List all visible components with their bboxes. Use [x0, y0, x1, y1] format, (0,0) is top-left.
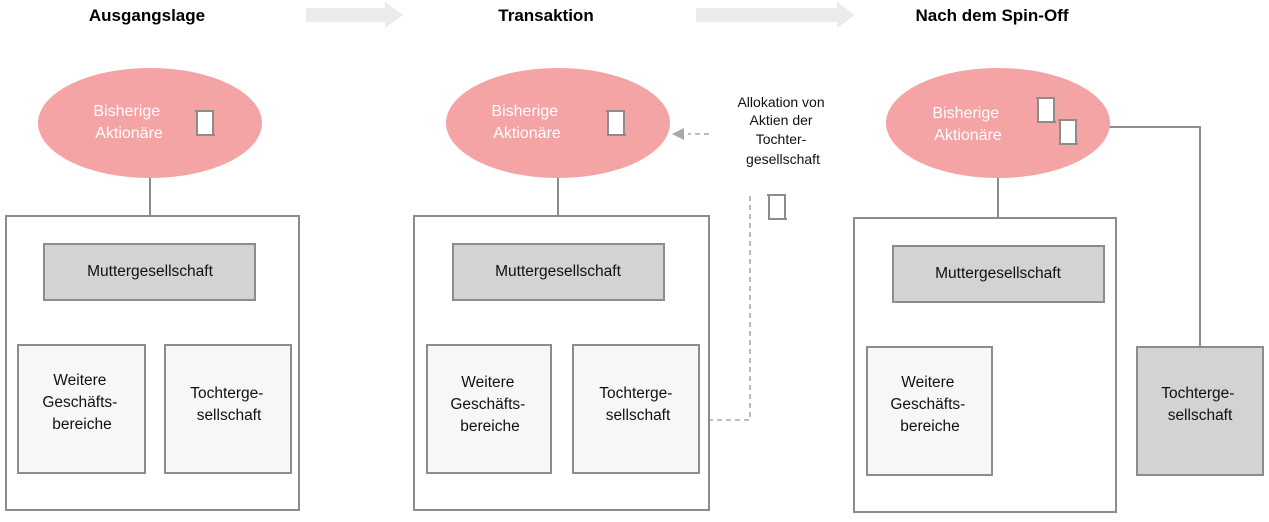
- parent-company-box: [892, 245, 1105, 303]
- share-certificate-icon: [766, 194, 788, 220]
- share-certificate-icon: [1057, 119, 1079, 145]
- shareholders-ellipse: [38, 68, 262, 178]
- subsidiary-label: Tochterge- sellschaft: [190, 385, 268, 424]
- shareholders-label: Bisherige Aktionäre: [93, 103, 164, 142]
- other-units-box: [426, 344, 552, 474]
- spun-off-subsidiary-box: [1136, 346, 1264, 476]
- parent-company-box: [452, 243, 665, 301]
- other-units-box: [17, 344, 146, 474]
- stage-spin-off: Bisherige Aktionäre Muttergesellschaft W…: [853, 68, 1264, 513]
- shareholders-ellipse: [446, 68, 670, 178]
- other-units-box: [866, 346, 993, 476]
- share-certificate-icon: [605, 110, 627, 136]
- subsidiary-box: [164, 344, 292, 474]
- stage-heading-transaktion: Transaktion: [498, 6, 593, 25]
- other-units-label: Weitere Geschäfts- bereiche: [42, 372, 121, 433]
- subsidiary-box: [572, 344, 700, 474]
- subsidiary-label: Tochterge- sellschaft: [599, 385, 677, 424]
- other-units-label: Weitere Geschäfts- bereiche: [890, 374, 969, 435]
- subsidiary-label: Tochterge- sellschaft: [1161, 385, 1239, 424]
- stage-heading-ausgangslage: Ausgangslage: [89, 6, 205, 25]
- share-certificate-icon: [194, 110, 216, 136]
- parent-company-label: Muttergesellschaft: [87, 263, 213, 280]
- stage-heading-spin-off: Nach dem Spin-Off: [915, 6, 1068, 25]
- other-units-label: Weitere Geschäfts- bereiche: [450, 374, 529, 435]
- parent-company-box: [43, 243, 256, 301]
- stage-ausgangslage: Bisherige Aktionäre Muttergesellschaft W…: [5, 68, 300, 511]
- stage-transaktion: Bisherige Aktionäre Muttergesellschaft W…: [413, 68, 828, 511]
- right-arrow-icon: [306, 2, 403, 28]
- parent-company-label: Muttergesellschaft: [495, 263, 621, 280]
- parent-company-label: Muttergesellschaft: [935, 265, 1061, 282]
- right-arrow-icon: [696, 2, 855, 28]
- shareholders-ellipse: [886, 68, 1110, 178]
- left-arrowhead-icon: [672, 128, 684, 140]
- shareholders-label: Bisherige Aktionäre: [491, 103, 562, 142]
- share-certificate-icon: [1035, 97, 1057, 123]
- allocation-note: Allokation von Aktien der Tochter- gesel…: [737, 94, 828, 167]
- shareholders-label: Bisherige Aktionäre: [932, 105, 1003, 144]
